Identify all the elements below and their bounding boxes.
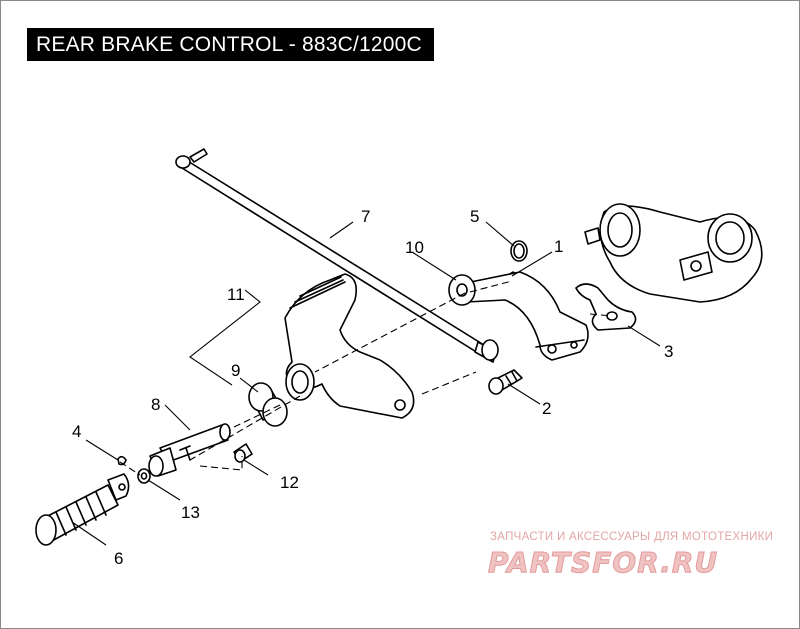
part-13-washer bbox=[137, 468, 151, 484]
watermark-tagline: ЗАПЧАСТИ И АКСЕССУАРЫ ДЛЯ МОТОТЕХНИКИ bbox=[490, 531, 774, 543]
part-10-lever-arm bbox=[448, 271, 589, 361]
callout-2: 2 bbox=[542, 399, 551, 418]
part-8-pivot-pin bbox=[148, 423, 231, 477]
callout-1: 1 bbox=[554, 237, 563, 256]
part-6-footpeg bbox=[35, 473, 130, 546]
watermark-logo: PARTSFOR.RU bbox=[488, 546, 719, 580]
callout-3: 3 bbox=[664, 342, 673, 361]
part-3-clip bbox=[575, 283, 637, 331]
callout-7: 7 bbox=[361, 207, 370, 226]
part-11-pedal-bracket bbox=[284, 273, 415, 419]
callout-9: 9 bbox=[231, 361, 240, 380]
callout-13: 13 bbox=[181, 503, 200, 522]
part-5-o-ring bbox=[510, 240, 528, 262]
frame-mount-pipe bbox=[584, 203, 763, 303]
part-12-pin bbox=[233, 443, 253, 463]
callout-6: 6 bbox=[114, 549, 123, 568]
part-7-brake-rod bbox=[175, 148, 499, 363]
callout-11: 11 bbox=[227, 285, 245, 304]
callout-8: 8 bbox=[151, 395, 160, 414]
callout-12: 12 bbox=[280, 473, 299, 492]
callout-10: 10 bbox=[405, 238, 424, 257]
part-9-bushing bbox=[248, 382, 288, 427]
diagram-title: REAR BRAKE CONTROL - 883C/1200C bbox=[27, 28, 434, 61]
callout-4: 4 bbox=[72, 422, 81, 441]
callout-5: 5 bbox=[470, 207, 479, 226]
part-2-bolt bbox=[488, 369, 523, 395]
